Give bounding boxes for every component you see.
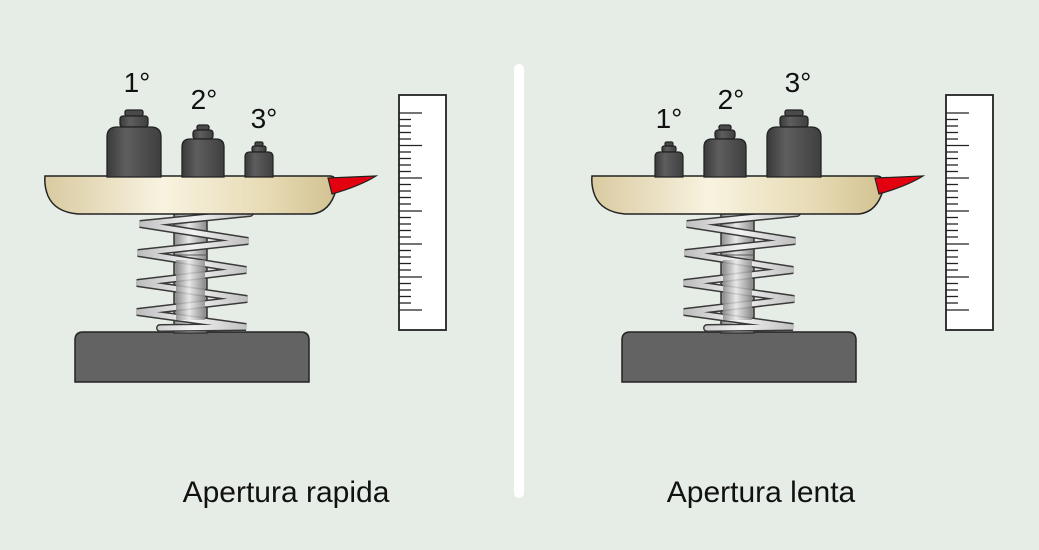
weight-small bbox=[244, 141, 274, 178]
weight-label-2: 2° bbox=[191, 84, 218, 115]
weight-small bbox=[654, 141, 684, 178]
weight-medium bbox=[703, 124, 747, 178]
weight-label-3: 3° bbox=[251, 103, 278, 134]
scale-apparatus bbox=[45, 95, 446, 382]
weight-label-3: 3° bbox=[785, 67, 812, 98]
weight-label-2: 2° bbox=[718, 84, 745, 115]
weight-medium bbox=[181, 124, 225, 178]
panel-quick-opening: 1° 2° 3° Apertura rapida bbox=[45, 67, 446, 509]
caption-quick-opening: Apertura rapida bbox=[183, 476, 390, 509]
panel-divider bbox=[514, 64, 524, 498]
weight-label-1: 1° bbox=[124, 67, 151, 98]
weight-large bbox=[766, 109, 822, 178]
weight-label-1: 1° bbox=[656, 103, 683, 134]
weight-large bbox=[106, 109, 162, 178]
panel-slow-opening: 1° 2° 3° Apertura lenta bbox=[592, 67, 993, 509]
caption-slow-opening: Apertura lenta bbox=[667, 476, 856, 509]
